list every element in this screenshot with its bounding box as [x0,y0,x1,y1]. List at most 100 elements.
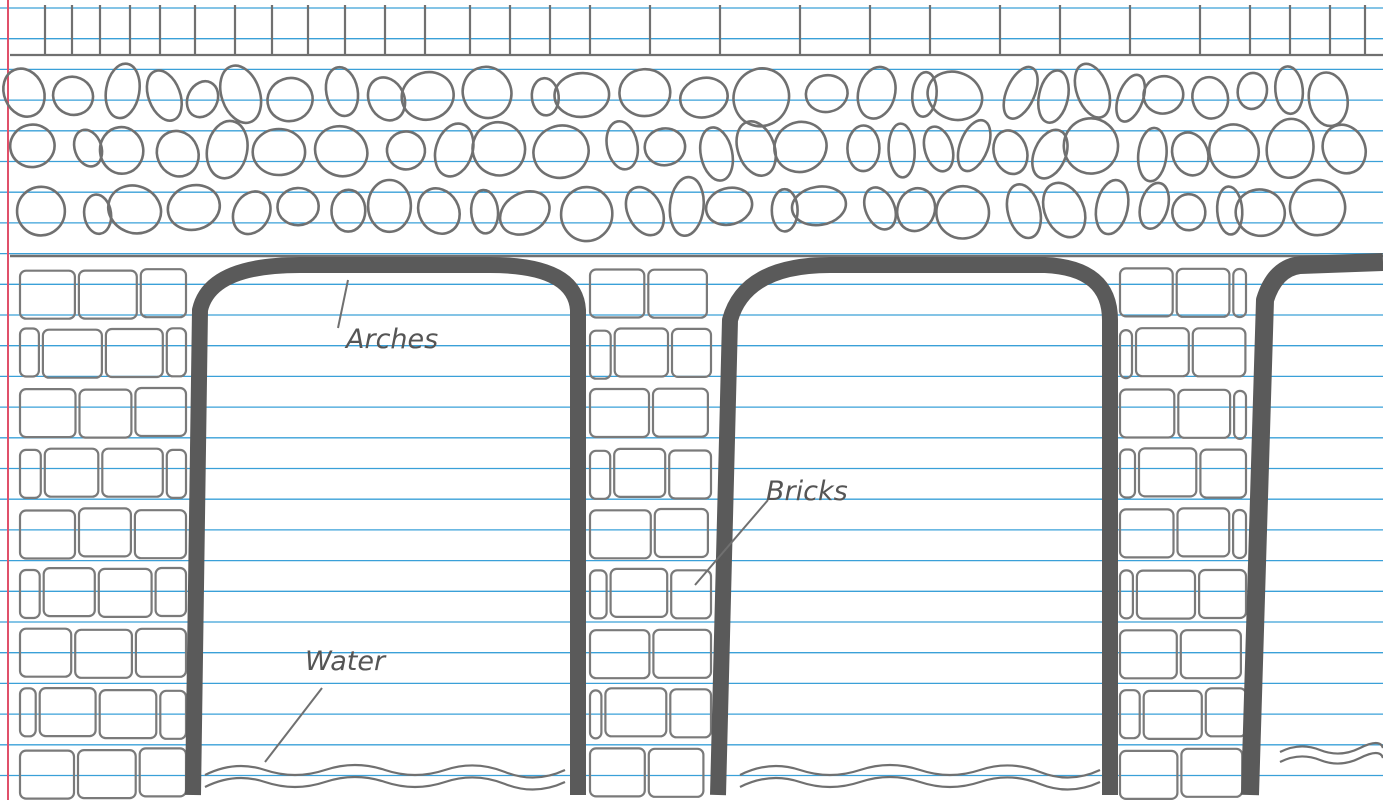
brick [1120,509,1174,557]
cobblestone-band [0,59,1373,244]
cobblestone [988,126,1032,178]
cobblestone [667,175,706,237]
brick [20,329,39,377]
brick [20,751,74,799]
cobblestone [306,117,376,186]
cobblestone [202,117,252,181]
cobblestone [97,125,146,177]
brick [655,509,708,557]
brick [1234,391,1246,439]
arch-right-partial [1250,262,1383,795]
cobblestone [1281,171,1355,245]
cobblestone [380,125,431,176]
cobblestone [181,76,224,122]
water-label: Water [305,646,387,677]
brick [1177,269,1230,317]
brick [1137,571,1195,619]
cobblestone [891,183,940,236]
brick [648,270,707,318]
cobblestone [213,60,268,128]
cobblestone [1136,127,1169,183]
brick [1193,328,1246,376]
brick [20,450,41,498]
brick [44,568,95,616]
brick [135,510,186,558]
brick [20,511,75,559]
brick [1120,268,1173,316]
brick [102,449,163,497]
brick [1144,691,1202,739]
top-railing [10,5,1383,55]
brick [1136,328,1189,376]
cobblestone [331,189,366,232]
cobblestone [1236,71,1270,110]
brick [672,329,711,377]
brick [99,569,152,617]
water-pointer [265,688,322,762]
cobblestone [1171,193,1206,231]
brick [590,510,651,558]
cobblestone [618,181,671,242]
cobblestone [1061,116,1120,176]
cobblestone [696,124,738,183]
brick [590,570,607,618]
cobblestone [1166,127,1214,180]
cobblestone [1231,185,1289,240]
cobblestone [410,181,468,241]
brick [1200,450,1246,498]
brick [590,630,649,678]
brick [1233,510,1246,558]
cobblestone [766,113,835,180]
cobblestone [1001,181,1046,242]
brick [1120,450,1135,498]
cobblestone [1140,72,1187,117]
cobblestone [803,72,851,116]
cobblestone [1264,116,1317,180]
brick [614,449,665,497]
cobblestone [277,187,320,226]
brick [653,389,708,437]
brick [653,630,711,678]
brick [1120,330,1132,378]
brick [20,570,40,618]
brick [1120,630,1177,678]
cobblestone [526,118,596,186]
cobblestone [16,186,65,236]
cobblestone [140,66,188,126]
cobblestone [361,71,412,126]
brick [80,390,132,438]
cobblestone [1204,119,1264,182]
cobblestone [553,71,610,118]
cobblestone [1305,69,1352,129]
brick [40,688,96,736]
brick [79,271,137,319]
cobblestone [322,65,362,119]
brick [1139,448,1196,496]
brick [649,749,704,797]
cobblestone [368,180,411,232]
brick [20,389,76,437]
brick [590,748,645,796]
bricks-label: Bricks [766,476,848,507]
cobblestone [559,185,614,243]
cobblestone [1135,180,1174,232]
brick [590,451,610,499]
brick [45,449,99,497]
brick [167,450,186,498]
cobblestone [1091,177,1133,237]
cobblestone [226,185,278,241]
brick [1178,508,1230,556]
brick [1206,688,1246,736]
brick [78,750,136,798]
brick [670,689,711,737]
cobblestone [47,71,99,121]
brick [156,568,186,616]
cobblestone [725,60,798,134]
cobblestone [772,189,798,231]
arches-pointer [338,280,348,328]
cobblestone [847,125,879,171]
cobblestone [676,73,732,122]
brick [605,688,666,736]
brick [141,269,186,317]
